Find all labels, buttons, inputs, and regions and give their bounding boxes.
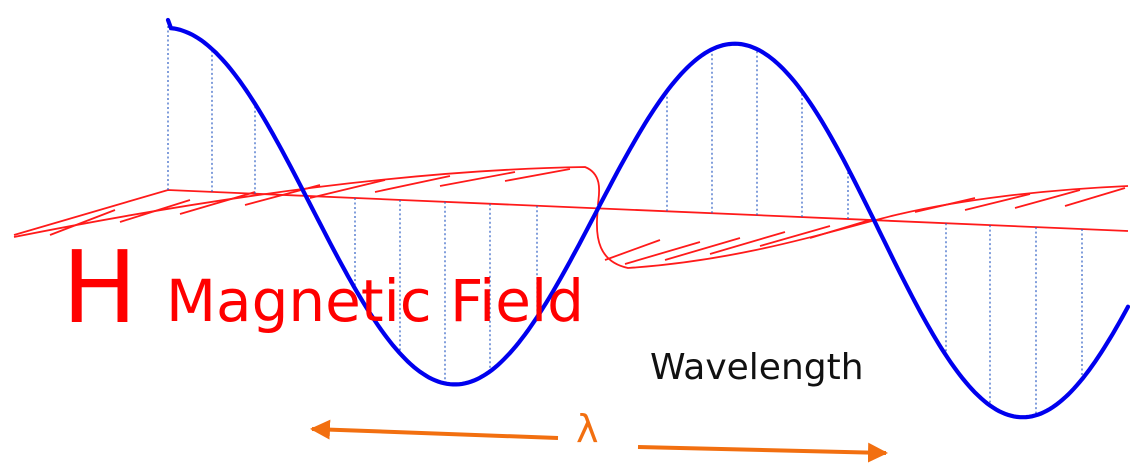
electric-field-wave [165, 17, 1130, 420]
magnetic-hatch-line [504, 168, 571, 182]
magnetic-hatch-line [809, 219, 871, 239]
magnetic-hatch-line [914, 197, 976, 213]
magnetic-hatch-line [119, 199, 191, 223]
magnetic-hatch-line [1014, 189, 1081, 209]
electric-field-droplines [167, 20, 1083, 416]
magnetic-hatch-line [664, 237, 741, 261]
magnetic-field-wave [13, 166, 1129, 269]
wavelength-label: Wavelength [650, 347, 864, 388]
magnetic-hatch-line [1064, 187, 1126, 207]
wavelength-arrow-left [310, 419, 559, 440]
magnetic-hatch-line [309, 179, 386, 199]
magnetic-hatch-line [709, 231, 786, 255]
magnetic-hatch-line [179, 191, 256, 215]
magnetic-hatch-line [604, 239, 661, 261]
wavelength-arrow-right [637, 442, 888, 463]
propagation-axis [13, 189, 1129, 236]
magnetic-hatch-line [964, 193, 1031, 211]
magnetic-hatch-line [439, 171, 516, 187]
magnetic-lobe-upper-2 [899, 185, 1129, 215]
lambda-symbol: λ [576, 407, 599, 451]
magnetic-hatch-line [624, 241, 701, 265]
h-field-symbol: H [62, 229, 138, 346]
magnetic-hatching [49, 168, 1126, 265]
magnetic-hatch-line [374, 175, 451, 193]
magnetic-field-label: Magnetic Field [166, 267, 584, 335]
magnetic-lobe-upper [13, 166, 601, 238]
magnetic-hatch-line [759, 225, 831, 247]
magnetic-hatch-line [49, 209, 116, 236]
magnetic-lobe-lower [595, 207, 901, 269]
